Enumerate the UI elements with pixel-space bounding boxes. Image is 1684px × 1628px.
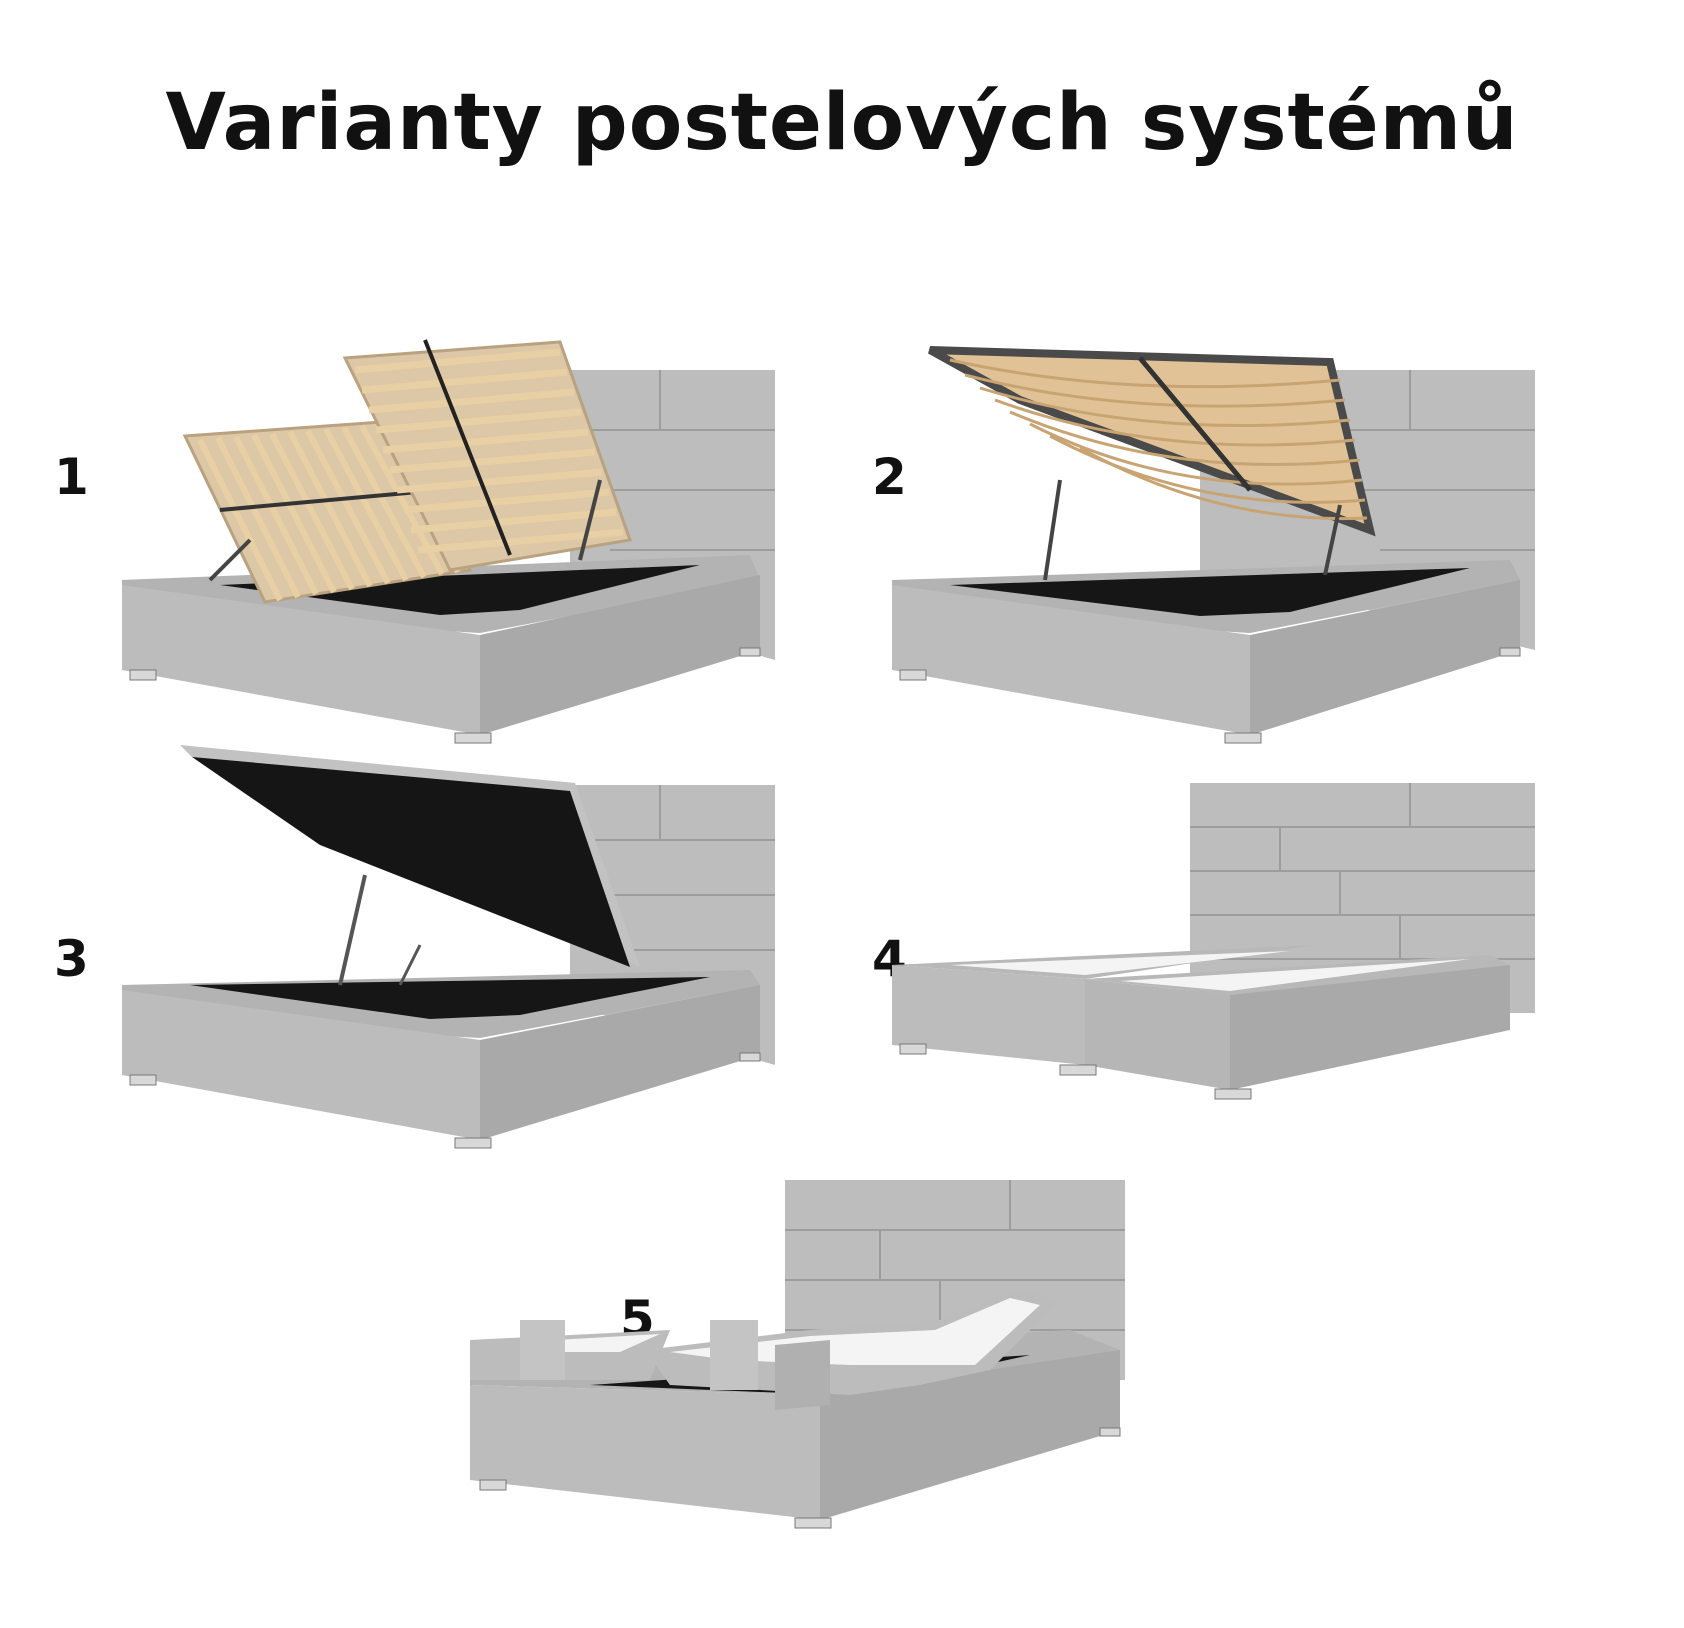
variant-number-1: 1	[54, 448, 89, 506]
bed-variant-5-image	[470, 1180, 1125, 1529]
bed-variant-3-image	[122, 745, 775, 1149]
page-title: Varianty postelových systémů	[165, 78, 1519, 168]
bed-variant-2-image	[892, 346, 1535, 744]
variant-number-2: 2	[872, 448, 907, 506]
variant-number-3: 3	[54, 930, 89, 988]
bed-variant-1-image	[122, 339, 775, 744]
bed-variant-4-image	[892, 783, 1535, 1100]
